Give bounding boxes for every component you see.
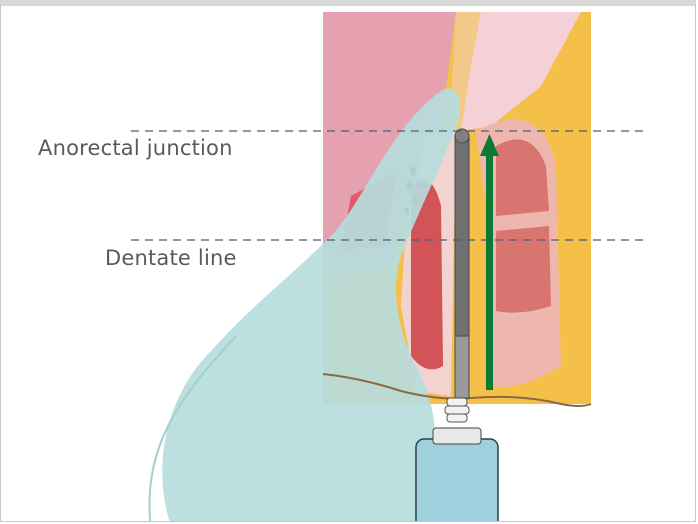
anorectal-junction-label: Anorectal junction — [38, 136, 233, 160]
probe-rings — [445, 398, 469, 422]
muscle-band-2 — [496, 226, 551, 313]
probe-collar — [433, 428, 481, 444]
dentate-line-label: Dentate line — [105, 246, 237, 270]
probe-handle — [416, 439, 498, 522]
probe-lower-shaft — [455, 336, 469, 398]
